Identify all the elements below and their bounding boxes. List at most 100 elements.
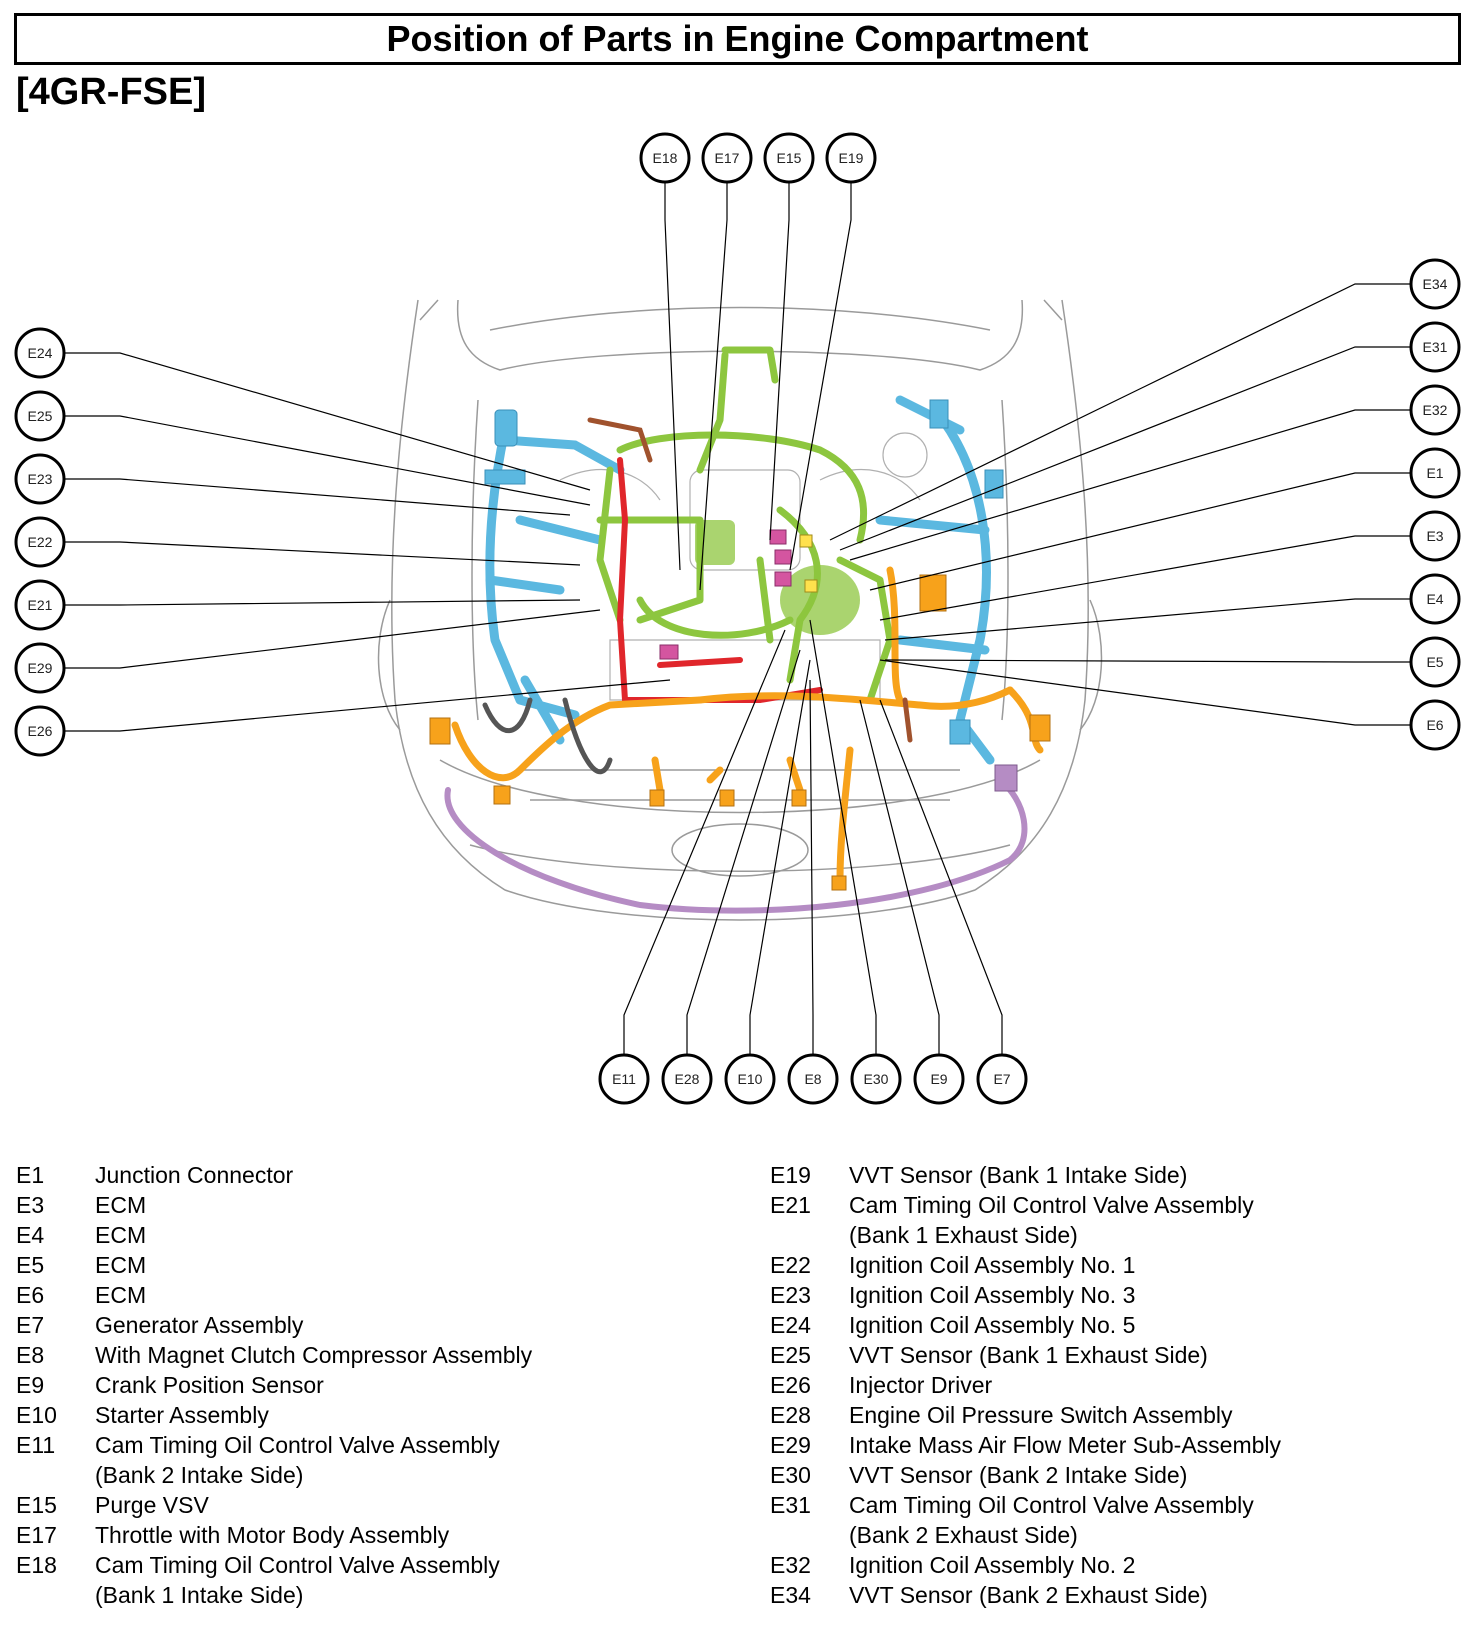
legend-code: E22: [770, 1252, 811, 1278]
callout-e29: E29: [14, 642, 66, 694]
legend-code: E1: [16, 1162, 45, 1188]
legend-code: E25: [770, 1342, 811, 1368]
legend-code: E7: [16, 1312, 45, 1338]
callout-label: E7: [993, 1071, 1010, 1087]
callout-e8: E8: [787, 1053, 839, 1105]
callout-e3: E3: [1409, 510, 1461, 562]
legend-row: (Bank 2 Intake Side): [16, 1460, 532, 1490]
legend-description: ECM: [95, 1192, 147, 1218]
legend-row: (Bank 2 Exhaust Side): [770, 1520, 1281, 1550]
legend-row: E3 ECM: [16, 1190, 532, 1220]
legend-description: Throttle with Motor Body Assembly: [95, 1522, 450, 1548]
callout-circle: [598, 1053, 650, 1105]
legend-description: Purge VSV: [95, 1492, 209, 1518]
callout-circle: [701, 132, 753, 184]
callout-label: E32: [1423, 402, 1448, 418]
callout-e31: E31: [1409, 321, 1461, 373]
legend-row: E7 Generator Assembly: [16, 1310, 532, 1340]
callout-circle: [14, 705, 66, 757]
legend-code: E29: [770, 1432, 811, 1458]
legend-description: VVT Sensor (Bank 1 Exhaust Side): [849, 1342, 1208, 1368]
callout-e4: E4: [1409, 573, 1461, 625]
callout-circle: [639, 132, 691, 184]
callout-label: E1: [1426, 465, 1443, 481]
callout-circle: [1409, 510, 1461, 562]
callout-e22: E22: [14, 516, 66, 568]
callout-label: E15: [777, 150, 802, 166]
callout-circle: [1409, 447, 1461, 499]
callout-label: E5: [1426, 654, 1443, 670]
callout-circle: [14, 453, 66, 505]
callout-circle: [1409, 699, 1461, 751]
callout-label: E3: [1426, 528, 1443, 544]
legend-row: (Bank 1 Intake Side): [16, 1580, 532, 1610]
legend-description: Generator Assembly: [95, 1312, 304, 1338]
legend-code: E32: [770, 1552, 811, 1578]
legend-description: Junction Connector: [95, 1162, 294, 1188]
legend-description: Starter Assembly: [95, 1402, 269, 1428]
callout-e5: E5: [1409, 636, 1461, 688]
callout-label: E31: [1423, 339, 1448, 355]
page-title: Position of Parts in Engine Compartment: [14, 13, 1461, 65]
callout-circle: [724, 1053, 776, 1105]
callout-circle: [850, 1053, 902, 1105]
legend-description: Cam Timing Oil Control Valve Assembly: [849, 1492, 1254, 1518]
legend-description: ECM: [95, 1282, 147, 1308]
callout-circle: [976, 1053, 1028, 1105]
legend-code: E18: [16, 1552, 57, 1578]
blue-connectors: [484, 399, 1004, 745]
callout-circle: [14, 390, 66, 442]
legend-row: E22 Ignition Coil Assembly No. 1: [770, 1250, 1281, 1280]
callout-circle: [913, 1053, 965, 1105]
callout-e34: E34: [1409, 258, 1461, 310]
legend-description: Ignition Coil Assembly No. 1: [849, 1252, 1136, 1278]
legend-code: E4: [16, 1222, 45, 1248]
engine-code-heading: [4GR-FSE]: [16, 71, 206, 113]
dark-wires: [482, 697, 613, 775]
callout-label: E19: [839, 150, 864, 166]
legend-code: E3: [16, 1192, 45, 1218]
callout-label: E9: [930, 1071, 947, 1087]
legend-code: E9: [16, 1372, 45, 1398]
legend-code: E8: [16, 1342, 45, 1368]
legend-description: Ignition Coil Assembly No. 2: [849, 1552, 1136, 1578]
legend-description: Cam Timing Oil Control Valve Assembly: [849, 1192, 1254, 1218]
legend-code: [770, 1520, 849, 1550]
callout-label: E34: [1423, 276, 1448, 292]
callout-label: E22: [28, 534, 53, 550]
legend-code: E26: [770, 1372, 811, 1398]
green-body: [695, 520, 860, 635]
callout-e1: E1: [1409, 447, 1461, 499]
legend-code: E19: [770, 1162, 811, 1188]
callout-label: E6: [1426, 717, 1443, 733]
legend-code: [16, 1580, 95, 1610]
legend-code: E28: [770, 1402, 811, 1428]
callout-e21: E21: [14, 579, 66, 631]
callout-circle: [787, 1053, 839, 1105]
callout-circle: [1409, 636, 1461, 688]
legend-code: E15: [16, 1492, 57, 1518]
callout-circle: [825, 132, 877, 184]
vehicle-outline: [377, 299, 1103, 921]
callout-label: E28: [675, 1071, 700, 1087]
callout-e23: E23: [14, 453, 66, 505]
legend-row: (Bank 1 Exhaust Side): [770, 1220, 1281, 1250]
purple-harness: [444, 777, 1028, 914]
green-harness: [596, 346, 894, 704]
legend-row: E15 Purge VSV: [16, 1490, 532, 1520]
callout-label: E10: [738, 1071, 763, 1087]
callout-e11: E11: [598, 1053, 650, 1105]
callout-e7: E7: [976, 1053, 1028, 1105]
callout-e17: E17: [701, 132, 753, 184]
